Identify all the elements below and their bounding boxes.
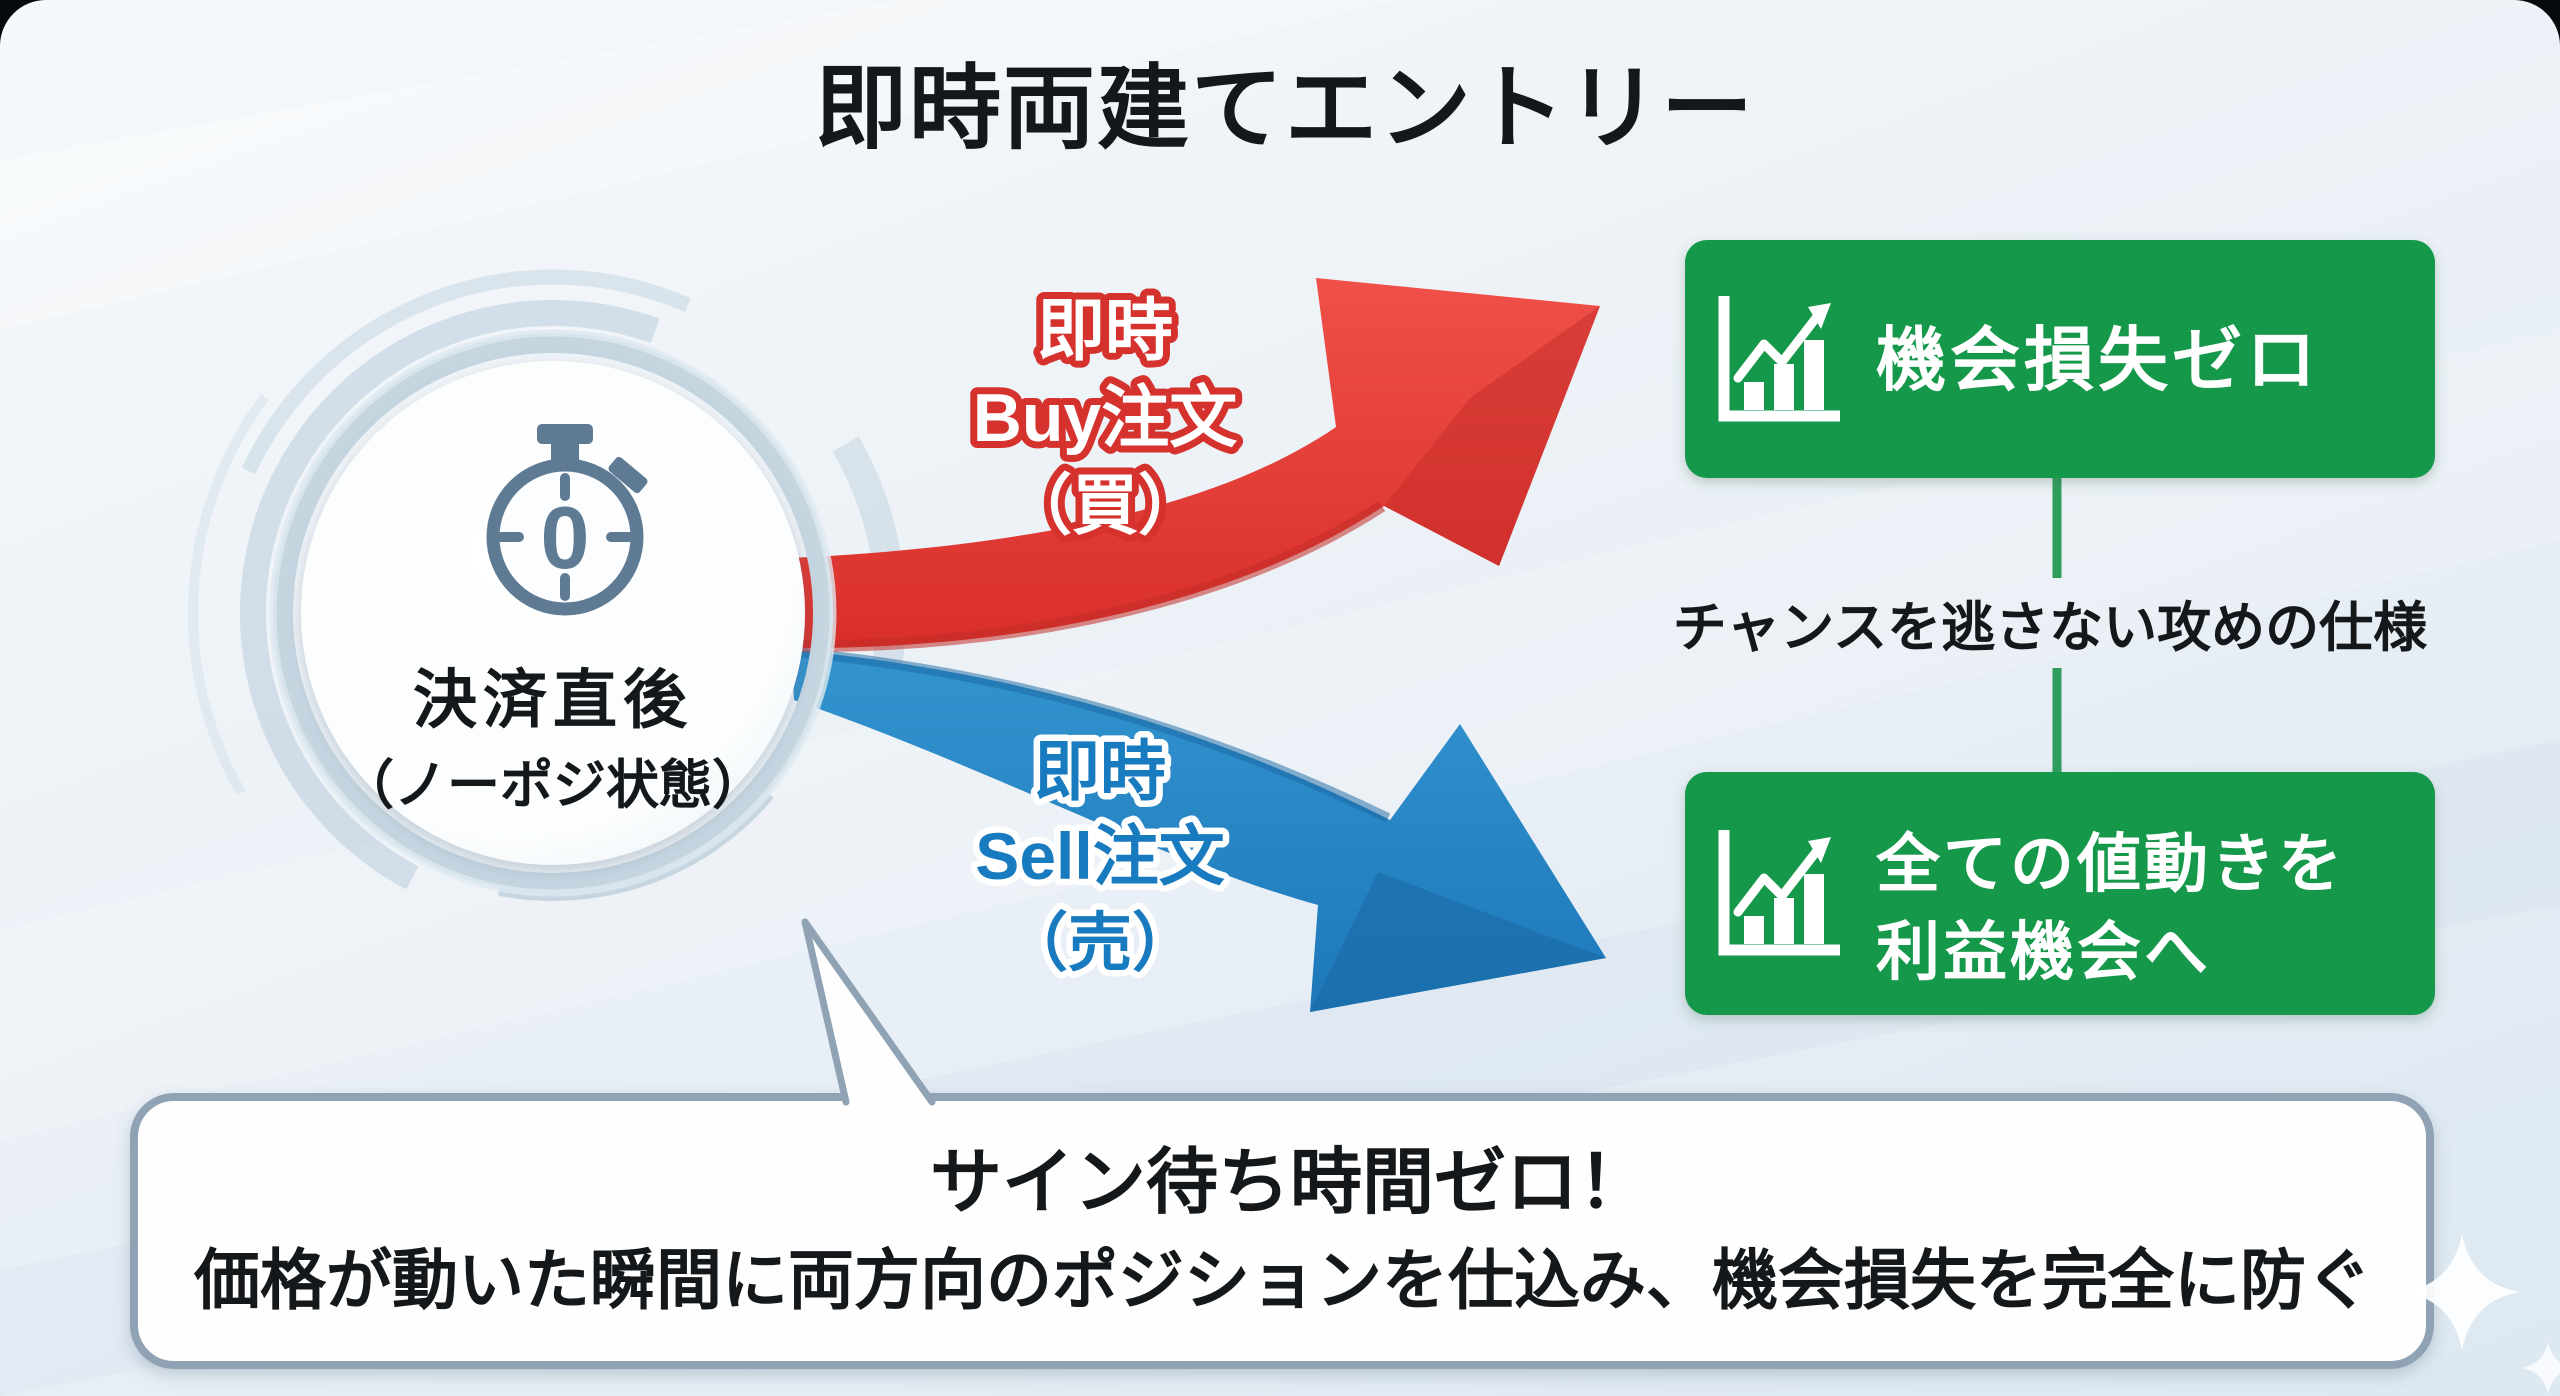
callout-bubble: サイン待ち時間ゼロ！ 価格が動いた瞬間に両方向のポジションを仕込み、機会損失を完…: [130, 918, 2434, 1369]
benefit-bottom-line2: 利益機会へ: [1876, 916, 2211, 988]
growth-chart-icon: [1718, 296, 1840, 422]
timer-label-main: 決済直後: [413, 664, 693, 736]
svg-text:（買）: （買）: [1006, 468, 1204, 542]
timer-label-sub: （ノーポジ状態）: [341, 755, 765, 815]
sell-arrow-label: 即時 Sell注文 （売）: [969, 728, 1231, 986]
benefit-top-label: 機会損失ゼロ: [1876, 321, 2320, 399]
callout-line1: サイン待ち時間ゼロ！: [930, 1143, 1650, 1223]
sell-arrow-shade: [1310, 872, 1606, 1012]
svg-text:即時: 即時: [1034, 734, 1166, 808]
stopwatch-icon: 0: [486, 424, 648, 616]
benefit-bottom-line1: 全ての値動きを: [1875, 828, 2345, 900]
benefit-card-bottom: 全ての値動きを 利益機会へ: [1685, 772, 2435, 1015]
buy-arrow: [790, 278, 1600, 653]
buy-arrow-label: 即時 Buy注文 （買）: [966, 286, 1244, 549]
benefit-note: チャンスを逃さない攻めの仕様: [1673, 598, 2428, 658]
timer-value: 0: [541, 488, 590, 587]
svg-text:（売）: （売）: [1004, 907, 1196, 979]
callout-line2: 価格が動いた瞬間に両方向のポジションを仕込み、機会損失を完全に防ぐ: [193, 1243, 2372, 1317]
page-title: 即時両建てエントリー: [815, 58, 1755, 160]
svg-text:Sell注文: Sell注文: [975, 819, 1224, 893]
buy-arrow-shade: [1384, 306, 1600, 566]
benefit-card-top: 機会損失ゼロ: [1685, 240, 2435, 478]
svg-text:Buy注文: Buy注文: [973, 380, 1237, 456]
sparkle-icon: [2404, 1234, 2560, 1394]
growth-chart-icon: [1718, 830, 1840, 956]
svg-text:即時: 即時: [1037, 293, 1173, 369]
timer-circle: 0 決済直後 （ノーポジ状態）: [269, 329, 837, 897]
sell-arrow: [792, 647, 1606, 1012]
